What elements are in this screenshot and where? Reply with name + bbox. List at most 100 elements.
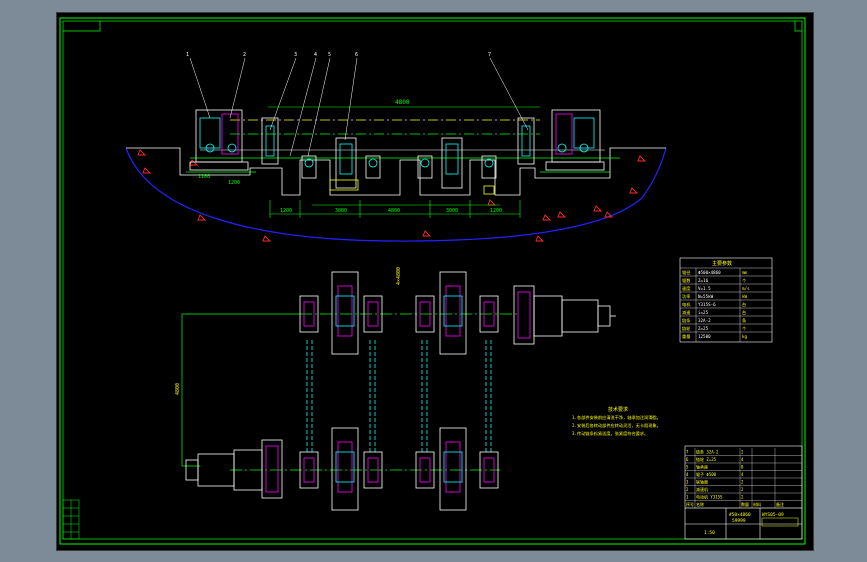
param-cell: kg [742, 334, 748, 339]
plan-drive-bottom-left [185, 439, 283, 499]
bottom-dim-1: 1200 [280, 208, 292, 214]
tech-note-3: 3.传动链条松紧适度，张紧度符合要求。 [572, 430, 648, 437]
bottom-dimension-lines [269, 200, 521, 218]
parts-cell: 8 [741, 465, 744, 470]
param-cell: 功率 [682, 293, 690, 300]
corner-mark-tl [63, 21, 101, 32]
param-cell: m/s [742, 286, 750, 291]
param-cell: 辊径 [682, 269, 690, 276]
part-number-1: 1 [186, 52, 189, 58]
bottom-dim-5: 1200 [490, 208, 502, 214]
parts-cell: 数量 [741, 501, 749, 507]
company-stamp [761, 517, 799, 527]
parts-cell: 材料 [753, 501, 761, 507]
param-cell: 32A-2 [698, 318, 711, 323]
param-cell: 个 [742, 278, 747, 283]
left-drive-assembly [186, 109, 279, 173]
title-block: 7 链条 32A-2 2 6 链轮 Z=25 4 5 轴承座 8 4 辊子 Φ500 4 3 联轴器 2 2 减… [684, 445, 803, 540]
param-table-header: 主要参数 [712, 260, 732, 267]
bottom-dim-2: 3000 [335, 208, 347, 214]
elevation-view: 4800 [125, 52, 667, 242]
parts-cell: 链轮 Z=25 [696, 456, 717, 462]
right-drive-assembly [517, 109, 610, 173]
part-number-4: 4 [314, 52, 317, 58]
param-cell: Z=16 [698, 278, 709, 283]
parts-cell: 减速机 [696, 486, 708, 492]
param-cell: 链条 [682, 317, 691, 324]
plan-side-bracket [181, 313, 300, 467]
param-cell: kW [742, 294, 748, 299]
left-dim-1: 1100 [198, 174, 210, 180]
parts-cell: 名称 [696, 501, 704, 507]
parts-cell: 2 [741, 487, 744, 492]
part-number-2: 2 [243, 52, 246, 58]
parts-cell: 4 [686, 472, 689, 477]
inner-border [62, 20, 803, 540]
top-span-label: 4800 [395, 99, 410, 106]
parts-cell: 联轴器 [696, 479, 708, 485]
parts-cell: 轴承座 [696, 464, 708, 470]
param-cell: 个 [742, 326, 747, 331]
elevation-markers [137, 149, 647, 242]
parts-list: 7 链条 32A-2 2 6 链轮 Z=25 4 5 轴承座 8 4 辊子 Φ500 4 3 联轴器 2 2 减… [685, 448, 802, 509]
bottom-dim-3: 4800 [388, 208, 400, 214]
param-cell: 台 [742, 309, 746, 316]
plan-view: 4×4800 4800 [175, 267, 616, 511]
parts-cell: 4 [741, 472, 744, 477]
corner-mark-tr [794, 21, 802, 32]
parts-cell: 2 [741, 450, 744, 455]
part-number-7: 7 [488, 52, 491, 58]
tech-notes-title: 技术要求 [608, 406, 628, 413]
parts-cell: 电动机 Y315S [696, 494, 723, 500]
parts-cell: 7 [686, 450, 689, 455]
param-cell: 台 [742, 301, 746, 308]
roller-stands-elevation [301, 137, 497, 195]
param-cell: Z=25 [698, 326, 709, 331]
side-label: 4800 [175, 383, 181, 395]
foundation-surface [126, 147, 666, 196]
param-cell: 减速 [682, 309, 691, 316]
param-cell: Φ500×4860 [698, 270, 721, 275]
param-cell: mm [742, 270, 748, 275]
param-cell: 重量 [682, 333, 690, 340]
tech-note-1: 1.各部件安装前应清洗干净，轴承加注润滑脂。 [572, 414, 661, 421]
parts-cell: 2 [741, 480, 744, 485]
pit-outline [125, 147, 667, 242]
left-dim-2: 1200 [228, 180, 240, 186]
title-code: WYS05-09 [762, 512, 784, 518]
parts-cell: 3 [686, 480, 689, 485]
part-leaders [189, 57, 529, 157]
outer-border [59, 17, 806, 545]
parts-cell: 6 [686, 457, 689, 462]
sheet-label: 59999 [732, 518, 746, 524]
plan-vertical-note: 4×4800 [396, 267, 402, 285]
parts-cell: 5 [686, 465, 689, 470]
param-cell: 链轮 [682, 325, 691, 332]
part-number-6: 6 [355, 52, 358, 58]
parts-cell: 1 [686, 495, 689, 500]
revision-column [62, 499, 80, 540]
parts-cell: 2 [741, 495, 744, 500]
parts-cell: 备注 [776, 501, 784, 507]
chains-plan [306, 340, 492, 452]
part-number-5: 5 [328, 52, 331, 58]
param-cell: N=55kW [698, 294, 714, 299]
parts-cell: 4 [741, 457, 744, 462]
tech-note-2: 2.安装后各转动部件应转动灵活，无卡阻现象。 [572, 422, 661, 429]
param-cell: 电机 [682, 301, 691, 308]
roll-axes [230, 313, 520, 471]
parts-cell: 序号 [686, 501, 694, 507]
param-cell: 速度 [682, 285, 691, 292]
part-number-3: 3 [294, 52, 297, 58]
parts-cell: 链条 32A-2 [696, 449, 719, 455]
plan-row-top [299, 271, 499, 355]
tech-notes: 技术要求 1.各部件安装前应清洗干净，轴承加注润滑脂。 2.安装后各转动部件应转… [572, 406, 661, 437]
param-cell: 辊数 [682, 277, 691, 284]
param-cell: 12500 [698, 334, 711, 339]
param-cell: 条 [742, 317, 747, 323]
bottom-dim-4: 3000 [446, 208, 458, 214]
parts-cell: 辊子 Φ500 [696, 471, 717, 477]
